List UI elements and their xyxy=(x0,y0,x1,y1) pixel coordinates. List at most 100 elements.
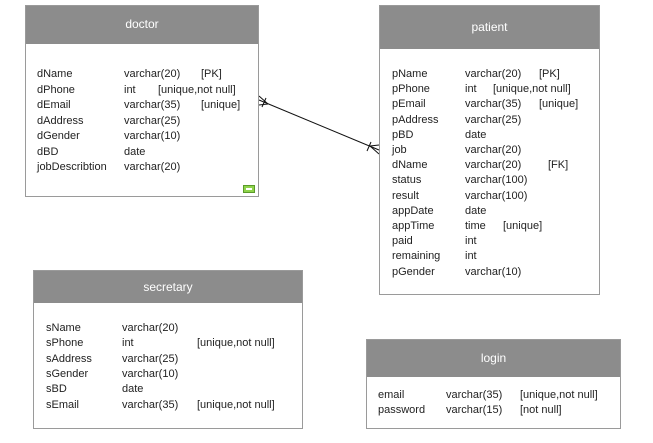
field-constraint: [unique,not null] xyxy=(197,398,275,411)
field-type: varchar(100) xyxy=(465,189,528,202)
field-constraint: [not null] xyxy=(520,404,562,416)
field-type: varchar(35) xyxy=(122,398,179,411)
field-type: int xyxy=(122,337,134,350)
field-name: dBD xyxy=(37,145,59,158)
patient-end-one-mark xyxy=(366,141,372,152)
field-name: email xyxy=(378,389,405,401)
field-constraint: [FK] xyxy=(548,159,569,172)
field-name: status xyxy=(392,174,422,187)
field-name: dAddress xyxy=(37,114,84,127)
login-field-row: email varchar(35) [unique,not null] xyxy=(367,388,620,403)
field-type: varchar(35) xyxy=(124,99,181,111)
field-constraint: [unique,not null] xyxy=(158,83,236,96)
field-type: varchar(20) xyxy=(124,161,181,173)
secretary-field-row: sBD date xyxy=(34,382,302,397)
field-type: int xyxy=(465,83,477,96)
field-type: varchar(35) xyxy=(465,98,522,111)
field-type: int xyxy=(465,250,477,263)
doctor-entity-title: doctor xyxy=(26,6,258,44)
field-name: result xyxy=(392,189,419,202)
field-name: job xyxy=(392,144,407,156)
field-type: varchar(100) xyxy=(465,174,528,187)
secretary-entity-title: secretary xyxy=(34,271,302,303)
field-type: varchar(10) xyxy=(465,265,522,278)
field-type: date xyxy=(465,128,487,141)
field-name: paid xyxy=(392,235,413,248)
doctor-field-row: dEmail varchar(35) [unique] xyxy=(26,98,258,113)
patient-field-row: pGender varchar(10) xyxy=(380,265,599,280)
field-name: sAddress xyxy=(46,352,92,365)
field-type: time xyxy=(465,220,486,232)
field-type: date xyxy=(122,383,144,396)
secretary-field-row: sGender varchar(10) xyxy=(34,367,302,382)
field-constraint: [PK] xyxy=(539,68,560,80)
field-type: varchar(25) xyxy=(124,114,181,127)
field-name: pAddress xyxy=(392,113,439,126)
field-name: pGender xyxy=(392,265,435,278)
field-type: varchar(20) xyxy=(124,68,181,80)
field-name: sGender xyxy=(46,367,89,380)
login-entity-title: login xyxy=(367,340,620,377)
field-constraint: [unique,not null] xyxy=(520,389,598,401)
field-name: pPhone xyxy=(392,83,430,96)
field-type: varchar(10) xyxy=(124,130,181,142)
login-field-row: password varchar(15) [not null] xyxy=(367,403,620,418)
field-type: varchar(35) xyxy=(446,389,503,401)
field-constraint: [PK] xyxy=(201,68,222,80)
field-name: password xyxy=(378,404,426,416)
field-name: sName xyxy=(46,322,81,334)
field-constraint: [unique,not null] xyxy=(493,83,571,96)
field-type: varchar(20) xyxy=(465,144,522,156)
field-type: varchar(15) xyxy=(446,404,503,416)
field-type: date xyxy=(124,145,146,158)
field-name: dEmail xyxy=(37,99,71,111)
patient-field-row: pName varchar(20) [PK] xyxy=(380,67,599,82)
field-name: sBD xyxy=(46,383,67,396)
field-name: dPhone xyxy=(37,83,75,96)
field-name: appTime xyxy=(392,220,435,232)
relationship-line[interactable] xyxy=(258,99,380,151)
field-name: pEmail xyxy=(392,98,426,111)
field-type: varchar(10) xyxy=(122,367,179,380)
doctor-end-one-mark xyxy=(261,97,267,108)
field-constraint: [unique] xyxy=(539,98,579,111)
secretary-field-row: sAddress varchar(25) xyxy=(34,352,302,367)
resize-handle-icon[interactable] xyxy=(243,185,255,193)
patient-field-row: paid int xyxy=(380,234,599,249)
field-name: remaining xyxy=(392,250,441,263)
field-name: sEmail xyxy=(46,398,80,411)
field-type: varchar(25) xyxy=(465,113,522,126)
patient-field-row: pEmail varchar(35) [unique] xyxy=(380,97,599,112)
doctor-field-row: dName varchar(20) [PK] xyxy=(26,67,258,82)
field-name: appDate xyxy=(392,204,434,217)
patient-field-row: result varchar(100) xyxy=(380,189,599,204)
field-constraint: [unique,not null] xyxy=(197,337,275,350)
field-constraint: [unique] xyxy=(503,220,543,232)
patient-field-row: appTime time [unique] xyxy=(380,219,599,234)
patient-field-row: status varchar(100) xyxy=(380,173,599,188)
field-name: pName xyxy=(392,68,428,80)
field-name: pBD xyxy=(392,128,414,141)
patient-field-row: pAddress varchar(25) xyxy=(380,113,599,128)
login-entity[interactable]: login email varchar(35) [unique,not null] p… xyxy=(366,339,621,429)
field-type: varchar(25) xyxy=(122,352,179,365)
doctor-end-crow-foot-lower xyxy=(258,103,269,106)
field-type: int xyxy=(465,235,477,248)
field-type: varchar(20) xyxy=(465,68,522,80)
field-constraint: [unique] xyxy=(201,99,241,111)
doctor-field-row: dAddress varchar(25) xyxy=(26,114,258,129)
patient-field-row: remaining int xyxy=(380,249,599,264)
patient-field-row: pBD date xyxy=(380,128,599,143)
field-name: dName xyxy=(37,68,73,80)
field-name: dName xyxy=(392,159,428,172)
patient-end-crow-foot-upper xyxy=(369,144,380,147)
